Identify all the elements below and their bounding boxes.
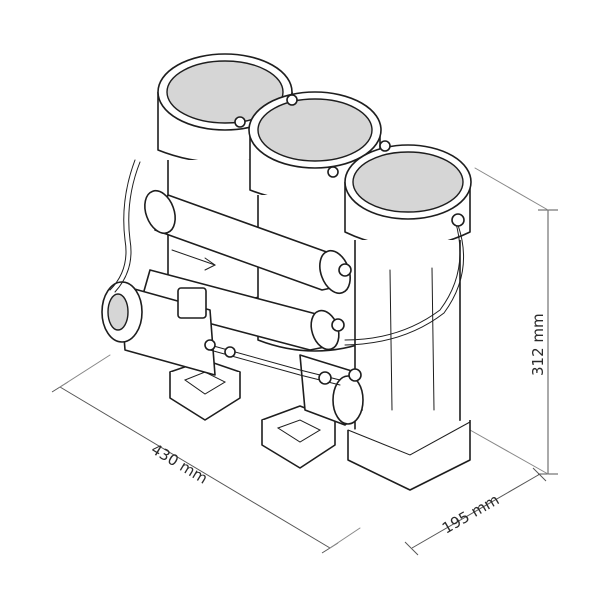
width-dimension-label: 430 mm <box>148 440 211 488</box>
filter-housing-right <box>344 144 472 491</box>
base-feet <box>169 359 336 469</box>
tubing <box>109 159 465 386</box>
dimension-lines <box>51 167 558 556</box>
depth-dimension-label: 195 mm <box>439 491 502 538</box>
pump-unit <box>101 281 216 376</box>
height-dimension-label: 312 mm <box>529 313 547 376</box>
front-cartridge <box>299 354 364 426</box>
housing-clips <box>234 94 391 178</box>
